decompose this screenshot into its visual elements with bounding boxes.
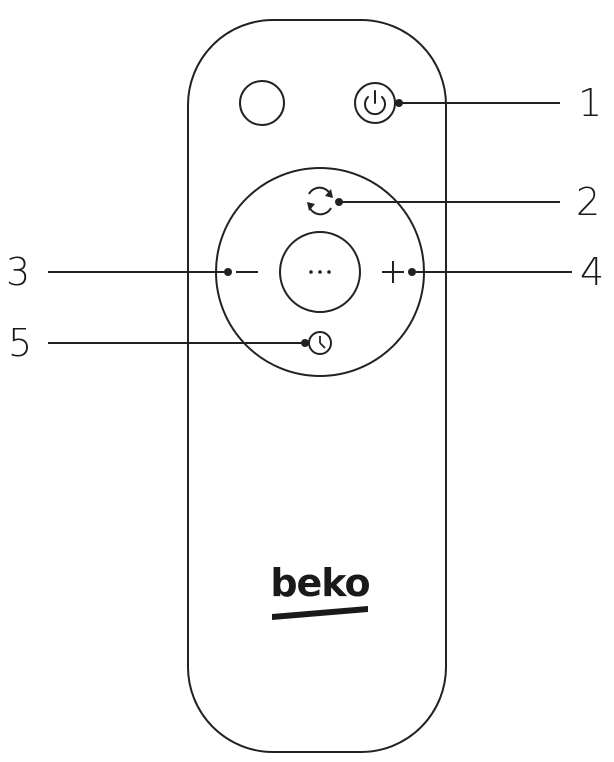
rotate-icon <box>307 186 333 216</box>
center-button[interactable] <box>279 231 361 313</box>
dots-icon <box>309 270 331 274</box>
blank-button[interactable] <box>239 80 285 126</box>
power-icon <box>364 90 386 116</box>
leader-line-3 <box>48 268 232 276</box>
logo-text: beko <box>270 561 369 605</box>
callout-2: 2 <box>576 180 600 224</box>
plus-icon <box>382 261 404 283</box>
callout-5: 5 <box>8 321 32 365</box>
leader-line-5 <box>48 339 309 347</box>
callout-3: 3 <box>6 250 30 294</box>
callout-1: 1 <box>578 81 602 125</box>
plus-button[interactable] <box>382 261 404 283</box>
mode-button[interactable] <box>307 186 333 216</box>
clock-icon <box>308 331 332 355</box>
brand-logo: beko <box>270 561 371 620</box>
leader-line-4 <box>408 268 572 276</box>
callout-4: 4 <box>580 250 604 294</box>
power-button[interactable] <box>354 82 396 124</box>
remote-body <box>187 19 447 753</box>
timer-button[interactable] <box>308 331 332 355</box>
leader-line-2 <box>335 198 560 206</box>
leader-line-1 <box>395 99 560 107</box>
logo-underline <box>272 606 368 620</box>
